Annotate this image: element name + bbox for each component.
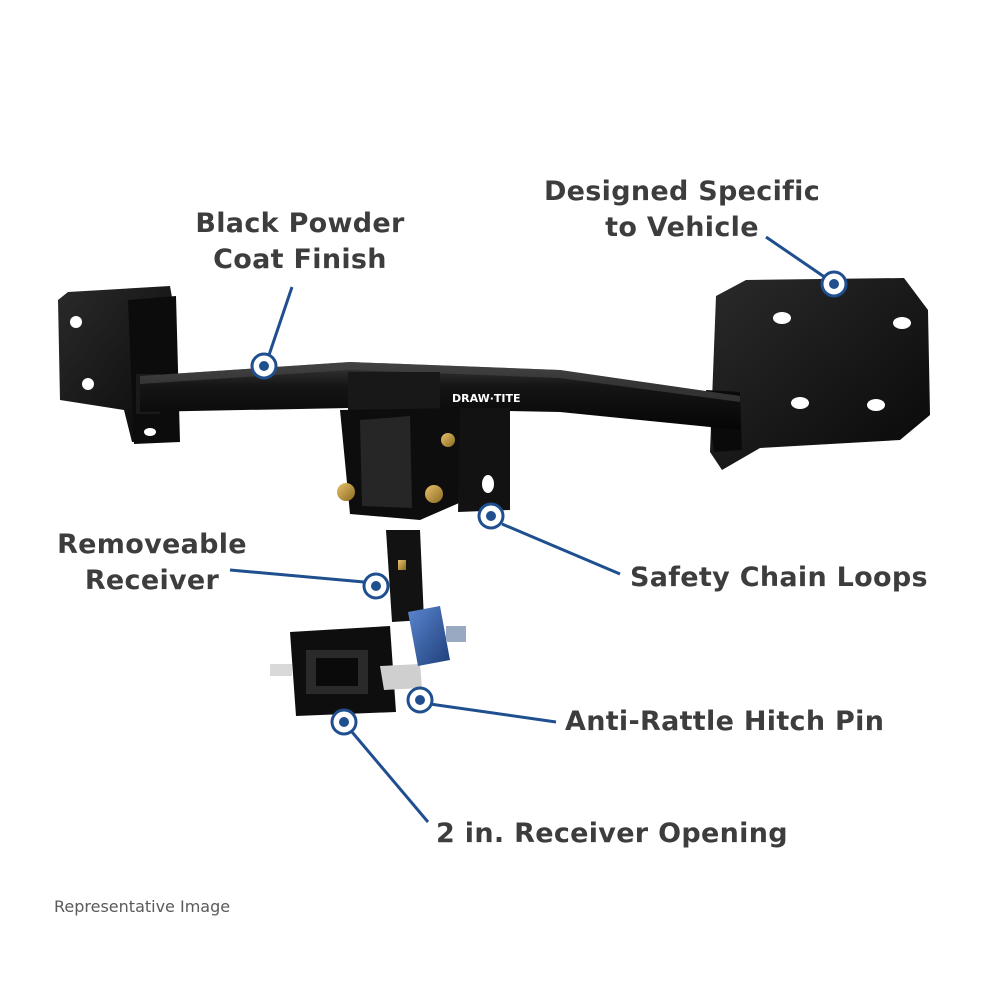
removeable-receiver-part (270, 530, 424, 716)
receiver-housing (337, 372, 510, 520)
callout-marker-icon (250, 352, 278, 380)
anti-rattle-pin-part (408, 606, 466, 666)
callout-markers (250, 270, 848, 736)
callout-marker-icon (362, 572, 390, 600)
callout-marker-icon (330, 708, 358, 736)
callout-line: Removeable (57, 529, 247, 560)
callout-removeable-receiver: Removeable Receiver (52, 527, 252, 599)
callout-line: to Vehicle (605, 212, 759, 243)
left-mounting-bracket (58, 286, 180, 444)
right-mounting-bracket (706, 278, 930, 470)
callout-anti-rattle-pin: Anti-Rattle Hitch Pin (565, 706, 885, 737)
leader-lines (229, 235, 827, 823)
callout-marker-icon (406, 686, 434, 714)
callout-line: Black Powder (195, 208, 405, 239)
callout-line: Receiver (84, 565, 220, 596)
callout-receiver-opening: 2 in. Receiver Opening (436, 818, 788, 849)
callout-marker-icon (820, 270, 848, 298)
callout-designed-specific: Designed Specific to Vehicle (540, 174, 824, 246)
callout-black-powder-coat: Black Powder Coat Finish (190, 206, 410, 278)
callout-line: Designed Specific (543, 176, 821, 207)
brand-logo: DRAW·TITE (452, 392, 521, 405)
callout-marker-icon (477, 502, 505, 530)
callout-safety-chain-loops: Safety Chain Loops (630, 562, 928, 593)
representative-image-note: Representative Image (54, 897, 231, 916)
callout-line: Coat Finish (213, 244, 387, 275)
